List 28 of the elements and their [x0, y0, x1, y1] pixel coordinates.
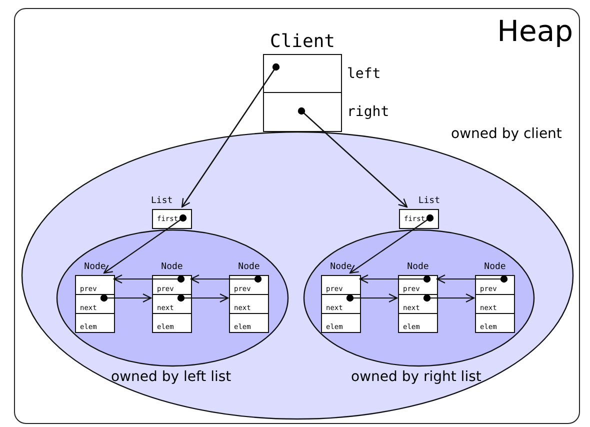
pointer-arrow [103, 214, 187, 274]
region-title: Heap [497, 17, 573, 46]
pointer-arrow [113, 274, 185, 284]
pointer-arrow [436, 274, 508, 284]
pointer-arrow [423, 293, 475, 303]
type-label: Node [483, 263, 507, 272]
type-label: Client [268, 33, 336, 51]
type-label: List [151, 197, 174, 206]
type-label: Node [83, 263, 107, 272]
field-label: left [347, 66, 381, 80]
pointer-arrow [346, 293, 398, 303]
pointer-arrow [359, 274, 431, 284]
pointer-arrow [181, 63, 280, 208]
region-label: owned by left list [111, 370, 232, 384]
type-label: Node [237, 263, 261, 272]
heap-panel [14, 8, 580, 424]
pointer-arrow [177, 293, 229, 303]
field-label: right [347, 105, 390, 119]
type-label: List [417, 197, 440, 206]
pointer-arrow [349, 214, 434, 274]
region-label: owned by client [451, 127, 562, 141]
type-label: Node [329, 263, 353, 272]
type-label: Node [406, 263, 430, 272]
region-label: owned by right list [351, 370, 482, 384]
pointer-arrow [190, 274, 262, 284]
pointer-arrow [298, 107, 408, 208]
pointer-arrow [100, 293, 152, 303]
type-label: Node [160, 263, 184, 272]
